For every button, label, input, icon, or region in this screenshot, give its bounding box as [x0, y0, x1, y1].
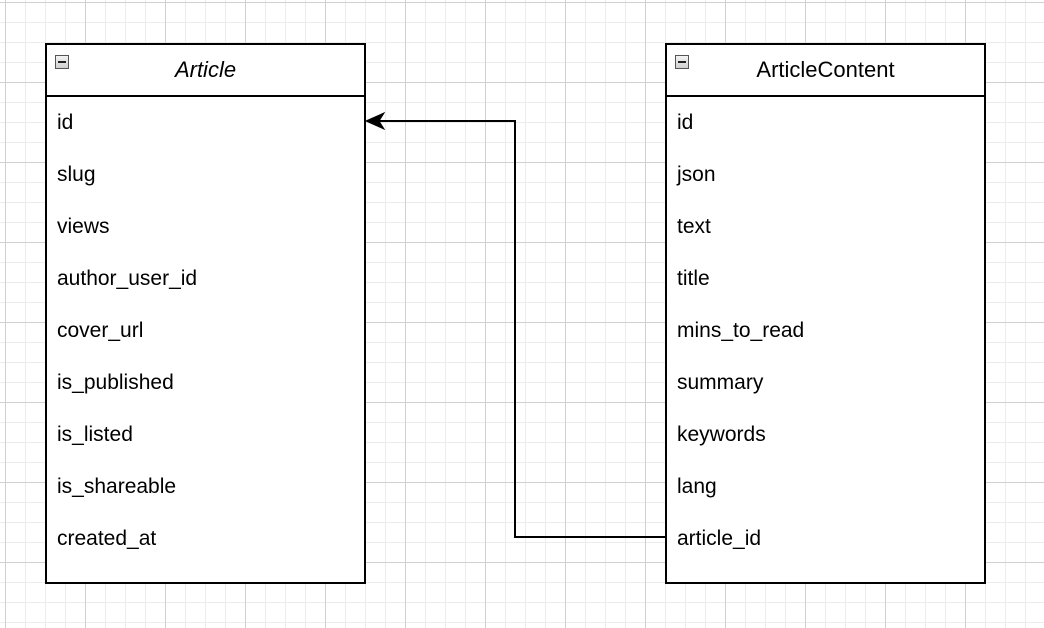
arrowhead-icon — [364, 111, 386, 131]
entity-header[interactable]: ArticleContent — [667, 45, 984, 97]
field-json[interactable]: json — [677, 163, 716, 186]
field-summary[interactable]: summary — [677, 371, 764, 394]
collapse-toggle-icon[interactable] — [675, 55, 689, 69]
entity-articlecontent[interactable]: ArticleContent id json text title mins_t… — [665, 43, 986, 584]
field-cover-url[interactable]: cover_url — [57, 319, 144, 342]
field-slug[interactable]: slug — [57, 163, 96, 186]
field-lang[interactable]: lang — [677, 475, 717, 498]
collapse-toggle-icon[interactable] — [55, 55, 69, 69]
field-list: id slug views author_user_id cover_url i… — [47, 97, 364, 565]
field-list: id json text title mins_to_read summary … — [667, 97, 984, 565]
field-article-id[interactable]: article_id — [677, 527, 762, 550]
field-title[interactable]: title — [677, 267, 710, 290]
field-mins-to-read[interactable]: mins_to_read — [677, 319, 805, 342]
field-author-user-id[interactable]: author_user_id — [57, 267, 198, 290]
field-is-listed[interactable]: is_listed — [57, 423, 133, 446]
entity-title: Article — [174, 57, 237, 82]
field-is-published[interactable]: is_published — [57, 371, 174, 394]
field-text[interactable]: text — [677, 215, 711, 238]
field-id[interactable]: id — [677, 111, 694, 134]
field-views[interactable]: views — [57, 215, 110, 238]
field-is-shareable[interactable]: is_shareable — [57, 475, 177, 498]
entity-header[interactable]: Article — [47, 45, 364, 97]
entity-title: ArticleContent — [756, 57, 895, 82]
field-created-at[interactable]: created_at — [57, 527, 157, 550]
field-keywords[interactable]: keywords — [677, 423, 766, 446]
relation-line[interactable] — [378, 120, 665, 538]
field-id[interactable]: id — [57, 111, 74, 134]
entity-article[interactable]: Article id slug views author_user_id cov… — [45, 43, 366, 584]
